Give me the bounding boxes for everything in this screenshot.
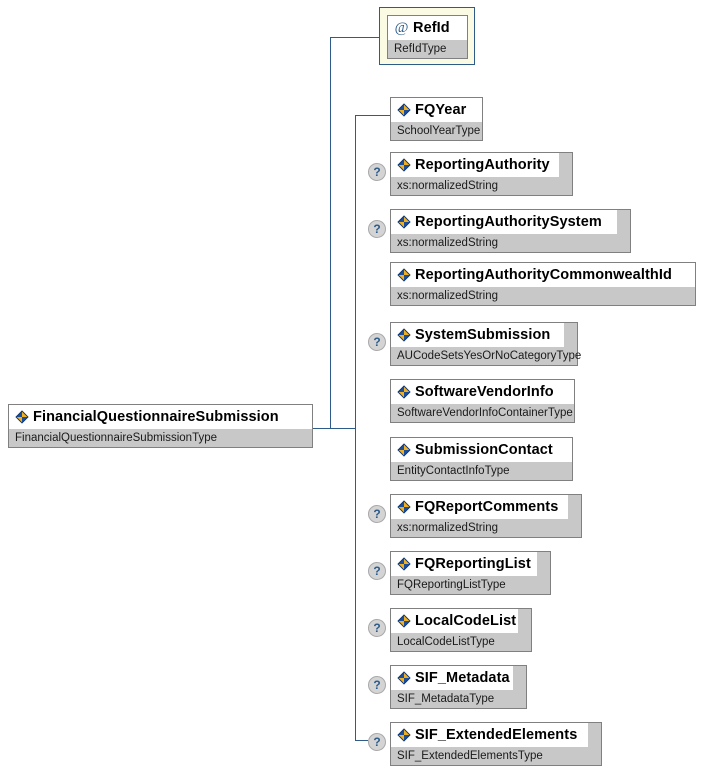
- node-header: SubmissionContact: [391, 438, 572, 462]
- node-name: RefId: [413, 19, 450, 36]
- node-type: xs:normalizedString: [391, 234, 630, 252]
- node-name: SIF_ExtendedElements: [415, 726, 578, 743]
- node-header: SystemSubmission: [391, 323, 564, 347]
- attribute-branch-vertical: [330, 37, 331, 428]
- schema-node-reportingauthoritycommonwealthid[interactable]: ReportingAuthorityCommonwealthId xs:norma…: [390, 262, 696, 306]
- node-type: xs:normalizedString: [391, 177, 572, 195]
- node-type: RefIdType: [388, 40, 467, 58]
- element-icon: [397, 443, 411, 457]
- node-name: SoftwareVendorInfo: [415, 383, 554, 400]
- schema-node-reportingauthoritysystem[interactable]: ReportingAuthoritySystem xs:normalizedStr…: [390, 209, 631, 253]
- node-name: ReportingAuthorityCommonwealthId: [415, 266, 672, 283]
- element-icon: [397, 328, 411, 342]
- element-icon: [397, 671, 411, 685]
- element-leader-first: [355, 115, 390, 116]
- element-icon: [397, 500, 411, 514]
- element-branch-vertical: [355, 115, 356, 740]
- node-header: FQReportingList: [391, 552, 537, 576]
- root-stub-line: [313, 428, 355, 429]
- node-name: LocalCodeList: [415, 612, 517, 629]
- node-type: FQReportingListType: [391, 576, 550, 594]
- node-header: FQYear: [391, 98, 482, 122]
- node-header: @RefId: [388, 16, 467, 40]
- node-header: ReportingAuthoritySystem: [391, 210, 617, 234]
- optional-badge-icon: ?: [368, 562, 386, 580]
- element-icon: [397, 215, 411, 229]
- optional-badge-icon: ?: [368, 733, 386, 751]
- optional-badge-icon: ?: [368, 676, 386, 694]
- node-header: SIF_ExtendedElements: [391, 723, 588, 747]
- node-header: SoftwareVendorInfo: [391, 380, 574, 404]
- node-type: SIF_MetadataType: [391, 690, 526, 708]
- element-icon: [397, 557, 411, 571]
- node-name: SIF_Metadata: [415, 669, 510, 686]
- node-name: ReportingAuthoritySystem: [415, 213, 602, 230]
- node-type: EntityContactInfoType: [391, 462, 572, 480]
- element-icon: [15, 410, 29, 424]
- optional-badge-icon: ?: [368, 333, 386, 351]
- element-leader-last: [355, 740, 368, 741]
- node-header: SIF_Metadata: [391, 666, 513, 690]
- node-name: FQReportComments: [415, 498, 559, 515]
- node-type: SchoolYearType: [391, 122, 482, 140]
- element-icon: [397, 614, 411, 628]
- element-icon: [397, 158, 411, 172]
- optional-badge-icon: ?: [368, 220, 386, 238]
- attribute-branch-horizontal: [330, 37, 379, 38]
- node-type: xs:normalizedString: [391, 287, 695, 305]
- element-icon: [397, 385, 411, 399]
- node-header: LocalCodeList: [391, 609, 518, 633]
- optional-badge-icon: ?: [368, 505, 386, 523]
- node-type: SoftwareVendorInfoContainerType: [391, 404, 574, 422]
- node-name: ReportingAuthority: [415, 156, 550, 173]
- element-icon: [397, 728, 411, 742]
- node-type: FinancialQuestionnaireSubmissionType: [9, 429, 312, 447]
- element-icon: [397, 103, 411, 117]
- schema-node-reportingauthority[interactable]: ReportingAuthority xs:normalizedString: [390, 152, 573, 196]
- node-header: ReportingAuthorityCommonwealthId: [391, 263, 695, 287]
- at-icon: @: [394, 19, 409, 36]
- optional-badge-icon: ?: [368, 163, 386, 181]
- element-icon: [397, 268, 411, 282]
- node-name: SystemSubmission: [415, 326, 551, 343]
- node-header: FinancialQuestionnaireSubmission: [9, 405, 312, 429]
- node-header: FQReportComments: [391, 495, 568, 519]
- node-type: xs:normalizedString: [391, 519, 581, 537]
- schema-node-fqreportcomments[interactable]: FQReportComments xs:normalizedString: [390, 494, 582, 538]
- node-type: AUCodeSetsYesOrNoCategoryType: [391, 347, 581, 365]
- node-name: FQReportingList: [415, 555, 531, 572]
- optional-badge-icon: ?: [368, 619, 386, 637]
- node-header: ReportingAuthority: [391, 153, 559, 177]
- node-name: FQYear: [415, 101, 467, 118]
- node-type: SIF_ExtendedElementsType: [391, 747, 601, 765]
- node-name: FinancialQuestionnaireSubmission: [33, 408, 279, 425]
- node-name: SubmissionContact: [415, 441, 553, 458]
- node-type: LocalCodeListType: [391, 633, 531, 651]
